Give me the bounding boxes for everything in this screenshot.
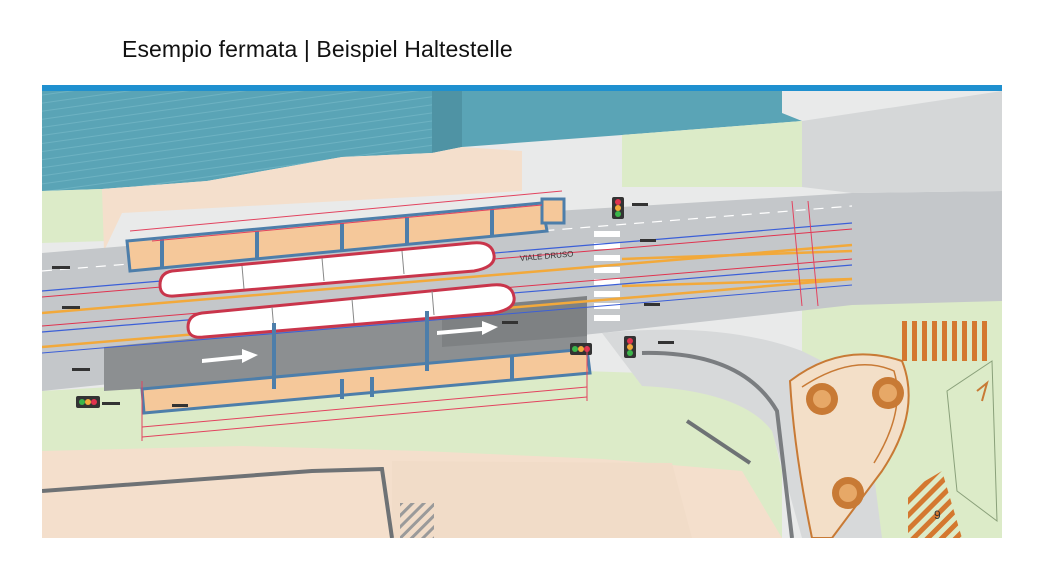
platform-bottom: [140, 311, 592, 415]
tree-3: [832, 477, 864, 509]
traffic-light-right: [624, 336, 636, 358]
building-top-left: [42, 91, 432, 191]
direction-arrow-green: [976, 380, 989, 402]
annotation-dots: [52, 203, 674, 407]
lane-arrow-1: [202, 349, 258, 363]
green-triangle: [946, 360, 998, 523]
curb-lower-left: [42, 466, 394, 538]
sidewalk-top-left: [102, 147, 522, 251]
traffic-light-mid: [570, 343, 592, 355]
platform-top: [125, 197, 566, 273]
tram-lower: [186, 283, 516, 339]
curb-curve: [641, 350, 794, 538]
slide-title: Esempio fermata | Beispiel Haltestelle: [122, 36, 513, 62]
green-area-top-center: [622, 121, 802, 187]
tram-upper: [158, 241, 496, 298]
traffic-light-top: [612, 197, 624, 219]
traffic-light-left: [76, 396, 100, 408]
hatched-median: [908, 471, 962, 538]
diagonal-curb: [685, 419, 752, 465]
building-top-center: [462, 91, 802, 147]
lane-arrow-2: [437, 321, 498, 335]
green-area-top-left: [42, 189, 107, 243]
dimension-lines: [129, 190, 819, 441]
page-number: 9: [934, 508, 941, 522]
side-road-top: [802, 91, 1002, 193]
tree-2: [872, 377, 904, 409]
sidewalk-lower-lot: [392, 461, 692, 538]
title-accent-rule: [42, 85, 1002, 91]
tree-1: [806, 383, 838, 415]
paving-hatch: [400, 503, 434, 538]
tram-stop-site-plan: VIALE DRUSO 9: [42, 91, 1002, 538]
roundabout-outline: [801, 364, 898, 464]
building-top-right-dark: [432, 91, 462, 153]
zebra-hatch-right: [900, 321, 992, 361]
